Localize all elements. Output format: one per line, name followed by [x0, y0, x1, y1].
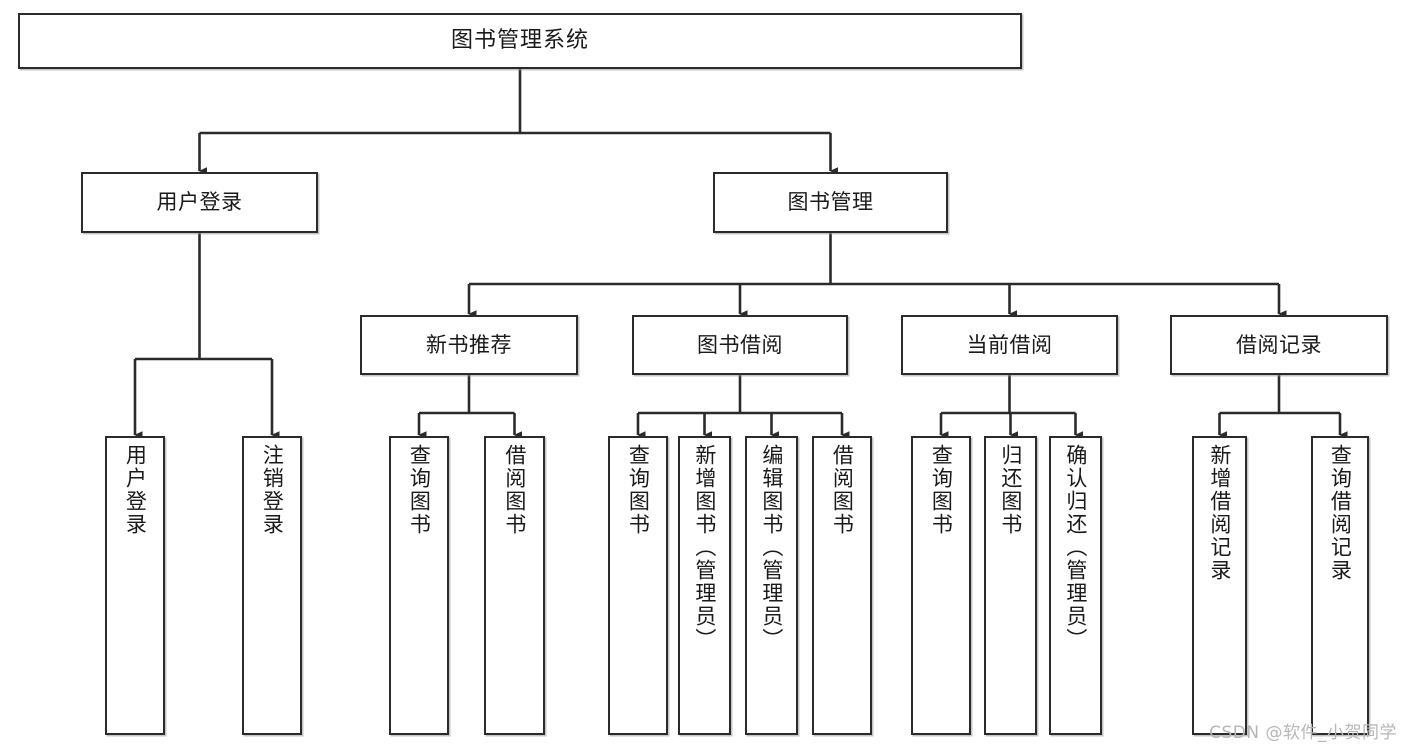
leaf-node-leaf-query-book-current-label: 查询图书 [929, 444, 954, 536]
leaf-node-leaf-confirm-return-admin[interactable]: 确认归还（管理员） [1049, 436, 1102, 735]
leaf-node-leaf-query-book-current[interactable]: 查询图书 [911, 436, 971, 735]
leaf-node-leaf-query-book-rec-label: 查询图书 [407, 444, 432, 536]
leaf-node-leaf-confirm-return-admin-label: 确认归还（管理员） [1063, 444, 1088, 651]
node-root-book-management-system-label: 图书管理系统 [450, 28, 589, 54]
leaf-node-leaf-borrow-book-rec[interactable]: 借阅图书 [484, 436, 545, 735]
leaf-node-leaf-add-book-admin-label: 新增图书（管理员） [692, 444, 717, 651]
leaf-node-leaf-add-book-admin[interactable]: 新增图书（管理员） [678, 436, 731, 735]
leaf-node-leaf-edit-book-admin-label: 编辑图书（管理员） [759, 444, 784, 651]
leaf-node-leaf-return-book-label: 归还图书 [998, 444, 1023, 536]
leaf-node-leaf-user-login[interactable]: 用户登录 [105, 436, 165, 735]
leaf-node-leaf-query-borrow-record-label: 查询借阅记录 [1328, 444, 1353, 582]
node-user-login-label: 用户登录 [156, 190, 243, 215]
node-borrow-record-label: 借阅记录 [1236, 332, 1322, 357]
node-borrow-record[interactable]: 借阅记录 [1170, 315, 1388, 375]
leaf-node-leaf-borrow-book-rec-label: 借阅图书 [502, 444, 527, 536]
leaf-node-leaf-add-borrow-record-label: 新增借阅记录 [1207, 444, 1232, 582]
leaf-node-leaf-user-login-label: 用户登录 [123, 444, 148, 536]
node-user-login[interactable]: 用户登录 [81, 172, 318, 233]
node-root-book-management-system[interactable]: 图书管理系统 [18, 13, 1022, 69]
node-book-manage-label: 图书管理 [787, 190, 874, 215]
leaf-node-leaf-query-book-rec[interactable]: 查询图书 [389, 436, 449, 735]
leaf-node-leaf-query-book-borrow[interactable]: 查询图书 [608, 436, 668, 735]
leaf-node-leaf-logout[interactable]: 注销登录 [242, 436, 302, 735]
node-book-borrow[interactable]: 图书借阅 [632, 315, 848, 375]
watermark: CSDN @软件_小贺同学 [1209, 723, 1397, 743]
node-new-book-rec-label: 新书推荐 [426, 332, 512, 357]
leaf-node-leaf-borrow-book-borrow[interactable]: 借阅图书 [812, 436, 872, 735]
leaf-node-leaf-query-borrow-record[interactable]: 查询借阅记录 [1311, 436, 1369, 735]
leaf-node-leaf-add-borrow-record[interactable]: 新增借阅记录 [1192, 436, 1247, 735]
leaf-node-leaf-return-book[interactable]: 归还图书 [984, 436, 1037, 735]
node-book-borrow-label: 图书借阅 [697, 332, 783, 357]
leaf-node-leaf-edit-book-admin[interactable]: 编辑图书（管理员） [745, 436, 798, 735]
node-new-book-rec[interactable]: 新书推荐 [360, 315, 578, 375]
node-book-manage[interactable]: 图书管理 [713, 172, 948, 233]
leaf-node-leaf-logout-label: 注销登录 [260, 444, 285, 536]
leaf-node-leaf-borrow-book-borrow-label: 借阅图书 [830, 444, 855, 536]
node-current-borrow[interactable]: 当前借阅 [901, 315, 1118, 375]
node-current-borrow-label: 当前借阅 [966, 332, 1053, 357]
leaf-node-leaf-query-book-borrow-label: 查询图书 [626, 444, 651, 536]
